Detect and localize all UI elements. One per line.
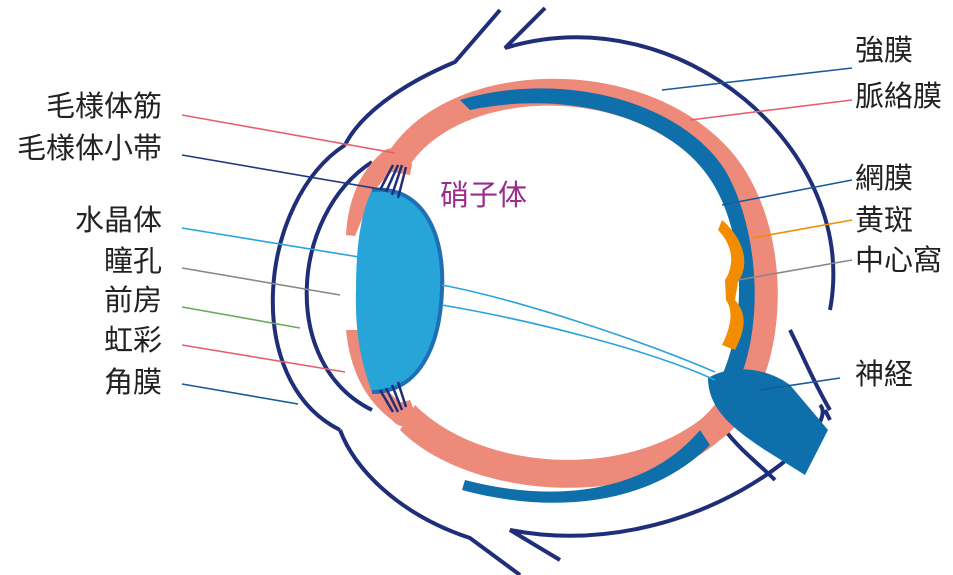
label-zonule: 毛様体小帯: [17, 131, 162, 165]
label-anterior-chamber: 前房: [104, 283, 162, 317]
leader-pupil: [181, 267, 341, 296]
outer-outline-lower-arm: [338, 429, 522, 575]
cornea-outer: [270, 143, 347, 432]
label-fovea: 中心窩: [855, 243, 942, 277]
label-lens: 水晶体: [75, 203, 162, 237]
iris-upper: [346, 150, 408, 236]
label-cornea: 角膜: [104, 365, 162, 399]
hyaloid-canal: [441, 284, 716, 381]
optic-nerve: [708, 369, 828, 475]
inner-outline-right: [723, 428, 777, 482]
leader-nerve: [759, 377, 841, 391]
outer-outline-right: [788, 329, 832, 412]
lens-rim: [371, 187, 445, 394]
leader-retina: [721, 179, 853, 206]
label-pupil: 瞳孔: [104, 244, 162, 278]
zonule-fibers-upper: [378, 164, 408, 199]
leader-lens: [181, 227, 366, 259]
label-retina: 網膜: [855, 161, 913, 195]
leader-cornea: [181, 383, 299, 405]
leader-zonule: [181, 154, 386, 191]
label-vitreous: 硝子体: [440, 178, 527, 212]
ciliary-body-lower: [392, 400, 415, 427]
label-macula: 黄斑: [855, 203, 913, 237]
label-ciliary-muscle: 毛様体筋: [46, 89, 162, 123]
label-choroid: 脈絡膜: [855, 79, 942, 113]
leader-iris: [181, 344, 346, 373]
outer-outline-upper: [503, 6, 836, 311]
retina-band-lower: [462, 430, 710, 503]
lens: [355, 189, 443, 392]
zonule-fibers-lower: [378, 381, 408, 413]
label-iris: 虹彩: [104, 323, 162, 357]
leader-choroid: [689, 99, 853, 121]
macula: [718, 220, 745, 350]
label-sclera: 強膜: [855, 33, 913, 67]
outer-outline-upper-arm: [343, 8, 502, 146]
leader-ciliary-muscle: [181, 114, 396, 154]
leader-sclera: [661, 67, 853, 91]
sclera-pink-ring: [390, 78, 778, 488]
leader-fovea: [737, 259, 853, 281]
label-nerve: 神経: [855, 357, 913, 391]
leader-anterior-chamber: [181, 306, 301, 329]
leader-macula: [751, 219, 853, 239]
